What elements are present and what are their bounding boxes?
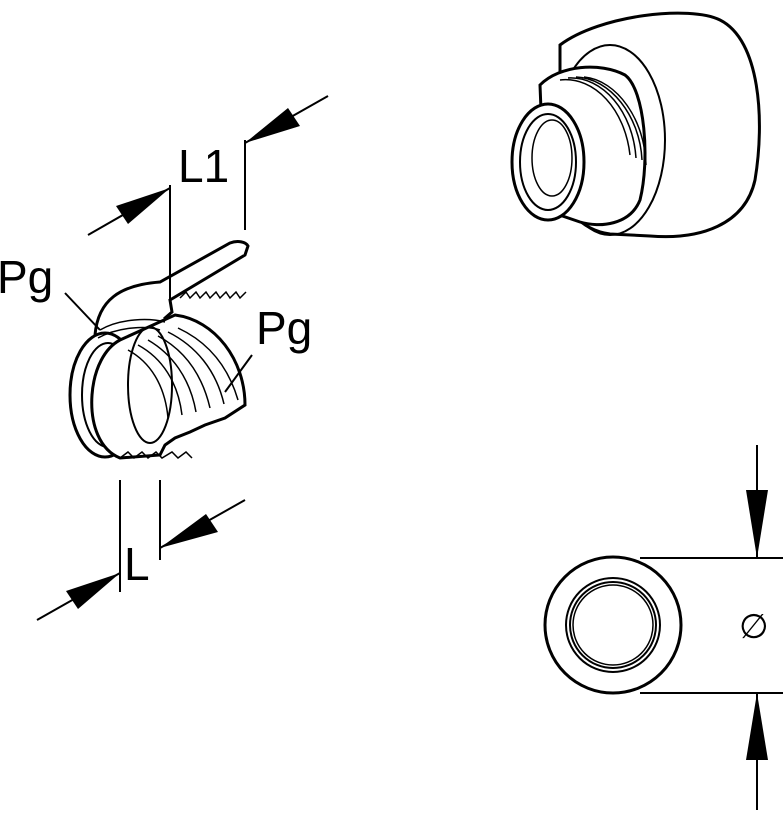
label-pg-left: Pg [0,251,53,303]
reducer-front-view: ∅ [543,445,783,810]
pg-labels: Pg Pg [0,251,312,393]
arrow-head-l-right [160,514,218,548]
cutaway-part [68,240,250,460]
arrow-head-l1-right [245,108,300,143]
arrow-head-dia-top [746,490,768,558]
label-l1: L1 [178,140,229,192]
arrow-head-dia-bottom [746,693,768,760]
dimension-l1: L1 [87,95,329,300]
label-diameter: ∅ [739,607,769,647]
dimension-l: L [36,480,246,621]
arrow-head-l-left [66,573,120,609]
label-pg-right: Pg [256,302,312,354]
label-l: L [124,538,150,590]
arrow-head-l1-left [116,188,170,224]
reducer-3d-view [510,11,761,239]
